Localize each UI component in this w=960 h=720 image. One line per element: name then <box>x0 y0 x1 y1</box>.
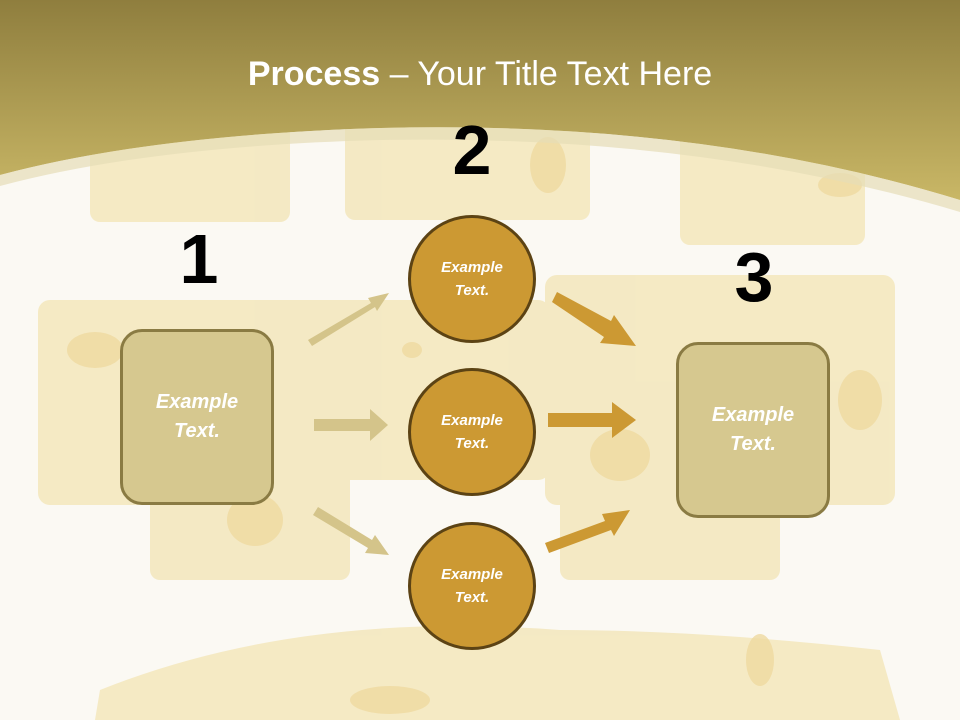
step2-circle-top-text: Example Text. <box>441 259 503 299</box>
step-number-1: 1 <box>179 220 219 298</box>
step3-box: Example Text. <box>676 342 830 518</box>
slide-title: Process – Your Title Text Here <box>0 52 960 96</box>
header-band <box>0 0 960 200</box>
step-number-3: 3 <box>734 238 774 316</box>
step2-circle-top: Example Text. <box>408 215 536 343</box>
arrow-top-to-3 <box>552 292 636 346</box>
arrow-1-to-middle <box>314 409 388 441</box>
step2-circle-bottom-text: Example Text. <box>441 566 503 606</box>
title-bold: Process <box>247 55 381 93</box>
title-rest: – Your Title Text Here <box>380 55 713 93</box>
step1-box: Example Text. <box>120 329 274 505</box>
arrow-1-to-top <box>308 293 389 346</box>
arrow-1-to-bottom <box>313 507 389 555</box>
step2-circle-middle-text: Example Text. <box>441 412 503 452</box>
step1-text: Example Text. <box>155 391 239 442</box>
step3-text: Example Text. <box>711 404 795 455</box>
arrow-bottom-to-3 <box>545 510 630 553</box>
step2-circle-middle: Example Text. <box>408 368 536 496</box>
step-number-2: 2 <box>452 111 492 189</box>
arrow-middle-to-3 <box>548 402 636 438</box>
step2-circle-bottom: Example Text. <box>408 522 536 650</box>
